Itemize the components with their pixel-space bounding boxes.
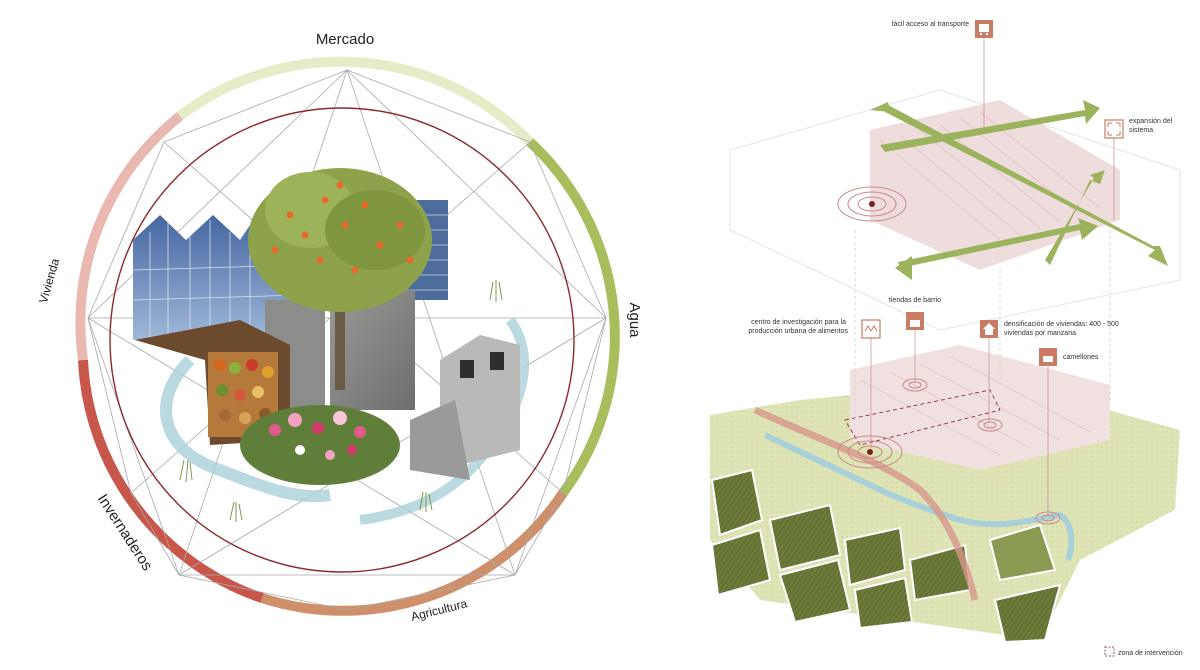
ring-segment-mercado: [176, 56, 534, 146]
grass-tufts: [179, 280, 503, 522]
outer-ring: [75, 56, 620, 616]
label-invernaderos: Invernaderos: [94, 491, 156, 574]
legend-swatch: [1104, 646, 1115, 657]
lower-level: [710, 345, 1180, 644]
label-agua: Agua: [626, 302, 643, 338]
label-mercado: Mercado: [316, 31, 374, 48]
annotation-density: densificación de viviendas: 400 - 500 vi…: [1004, 321, 1121, 337]
greenhouse-icon: [861, 319, 881, 339]
upper-level: [729, 89, 1181, 331]
label-vivienda: Vivienda: [36, 257, 62, 305]
camellones-icon: [1039, 348, 1057, 366]
ring-segment-invernaderos: [78, 359, 264, 603]
annotation-transport: fácil acceso al transporte: [892, 21, 970, 28]
flowers: [269, 411, 366, 460]
legend: zona de intervención: [1104, 646, 1183, 657]
shop-icon: [906, 312, 924, 330]
collage-illustration: [132, 168, 529, 525]
annotation-expansion-line2: sistema: [1129, 127, 1153, 134]
tree-trunk: [335, 280, 345, 390]
wheel-diagram: Mercado Agua Agricultura Invernaderos Vi…: [36, 31, 643, 624]
annotation-expansion-line1: expansión del: [1129, 118, 1173, 125]
annotation-density-line1: densificación de viviendas: 400 - 500: [1004, 321, 1119, 328]
upper-context: [729, 89, 1181, 331]
annotation-research: centro de investigación para la producci…: [748, 319, 848, 335]
annotation-expansion: expansión del sistema: [1129, 118, 1174, 134]
oranges: [271, 181, 414, 274]
target-upper: [837, 186, 907, 222]
axonometric-map: fácil acceso al transporte expansión del…: [710, 20, 1183, 657]
building-stairs: [410, 400, 470, 480]
annotation-research-line2: producción urbana de alimentos: [748, 328, 848, 335]
water-flow-right: [359, 317, 529, 525]
annotation-density-line2: viviendas por manzana: [1004, 330, 1076, 337]
expand-icon: [1104, 119, 1124, 139]
ring-segment-agua: [526, 138, 620, 496]
ring-segment-vivienda: [75, 112, 184, 361]
ring-segment-agricultura: [260, 490, 568, 616]
bus-icon: [975, 20, 993, 38]
annotation-shops: tiendas de barrio: [889, 297, 941, 304]
house-icon: [980, 320, 998, 338]
inner-ring: [109, 107, 575, 573]
water-flow-left: [160, 355, 331, 503]
dark-fields: [710, 468, 1062, 644]
produce: [214, 359, 274, 424]
road: [753, 406, 979, 601]
river: [763, 432, 1075, 562]
legend-label: zona de intervención: [1118, 650, 1183, 657]
intervention-zone-outline: [844, 389, 1001, 446]
annotation-camellones: camellones: [1063, 354, 1099, 361]
annotation-research-line1: centro de investigación para la: [751, 319, 846, 326]
expansion-arrows: [870, 100, 1168, 280]
leader-lines: [870, 38, 1115, 516]
flower-bed: [240, 405, 400, 485]
